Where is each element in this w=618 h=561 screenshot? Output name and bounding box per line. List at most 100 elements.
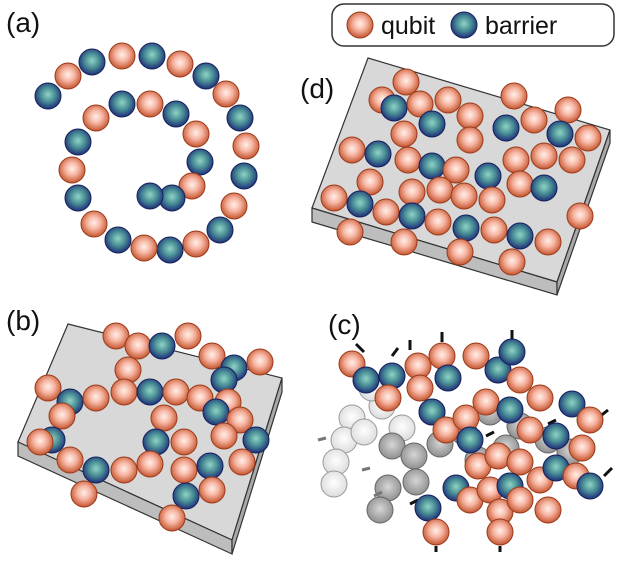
- qubit-bead-c-10: [506, 366, 534, 394]
- barrier-bead-d-32: [346, 190, 374, 218]
- barrier-bead-d-36: [452, 214, 480, 242]
- barrier-bead-a-22: [108, 90, 136, 118]
- qubit-bead-d-7: [554, 96, 582, 124]
- qubit-bead-d-44: [566, 202, 594, 230]
- barrier-bead-c-1: [352, 366, 380, 394]
- qubit-bead-c-16: [432, 416, 460, 444]
- barrier-bead-c-6: [434, 364, 462, 392]
- qubit-bead-d-15: [338, 136, 366, 164]
- qubit-bead-d-6: [500, 82, 528, 110]
- qubit-bead-d-23: [558, 146, 586, 174]
- qubit-bead-a-15: [130, 234, 158, 262]
- qubit-bead-c-18: [472, 388, 500, 416]
- bead-layer: [26, 42, 604, 546]
- qubit-bead-d-0: [392, 68, 420, 96]
- barrier-bead-a-4: [138, 42, 166, 70]
- barrier-bead-d-30: [530, 174, 558, 202]
- barrier-bead-d-2: [380, 94, 408, 122]
- qubit-bead-a-17: [80, 210, 108, 238]
- qubit-bead-d-12: [520, 106, 548, 134]
- qubit-bead-d-8: [390, 120, 418, 148]
- panel-label-c: (c): [328, 309, 361, 340]
- barrier-bead-c-2: [378, 362, 406, 390]
- barrier-bead-d-34: [398, 202, 426, 230]
- qubit-bead-d-3: [406, 90, 434, 118]
- barrier-bead-a-0: [34, 82, 62, 110]
- qubit-bead-b-6: [246, 348, 274, 376]
- qubit-bead-c-39: [422, 518, 450, 546]
- orientation-tick-c-13: [317, 436, 327, 442]
- qubit-bead-d-21: [502, 146, 530, 174]
- qubit-bead-d-33: [372, 198, 400, 226]
- qubit-bead-d-35: [424, 208, 452, 236]
- orientation-tick-c-6: [602, 466, 614, 478]
- qubit-bead-d-14: [574, 124, 602, 152]
- qubit-bead-d-40: [336, 218, 364, 246]
- qubit-bead-a-21: [82, 104, 110, 132]
- legend-qubit-label: qubit: [381, 12, 435, 40]
- legend-barrier-label: barrier: [485, 12, 557, 40]
- qubit-bead-b-9: [34, 374, 62, 402]
- panel-label-d: (d): [300, 73, 334, 104]
- barrier-bead-b-28: [82, 456, 110, 484]
- qubit-bead-b-26: [26, 428, 54, 456]
- qubit-bead-d-37: [480, 216, 508, 244]
- qubit-bead-a-7: [212, 80, 240, 108]
- qubit-bead-a-3: [108, 42, 136, 70]
- qubit-bead-b-17: [150, 404, 178, 432]
- panel-label-a: (a): [6, 7, 40, 38]
- ghost-bead-c-9: [400, 442, 428, 470]
- qubit-bead-c-3: [374, 384, 402, 412]
- qubit-bead-d-27: [450, 182, 478, 210]
- panel-label-b: (b): [6, 305, 40, 336]
- barrier-bead-b-35: [172, 482, 200, 510]
- barrier-bead-b-8: [210, 366, 238, 394]
- qubit-bead-a-13: [182, 230, 210, 258]
- barrier-bead-c-19: [496, 396, 524, 424]
- legend-qubit-swatch: [346, 11, 374, 39]
- barrier-bead-c-21: [542, 422, 570, 450]
- barrier-bead-c-23: [456, 426, 484, 454]
- barrier-bead-d-9: [418, 110, 446, 138]
- qubit-bead-c-13: [576, 406, 604, 434]
- barrier-bead-a-20: [64, 128, 92, 156]
- barrier-bead-b-2: [148, 332, 176, 360]
- ghost-bead-c-4: [350, 418, 378, 446]
- legend-barrier-swatch: [450, 11, 478, 39]
- qubit-bead-d-39: [534, 228, 562, 256]
- qubit-bead-d-19: [442, 156, 470, 184]
- qubit-bead-d-26: [426, 176, 454, 204]
- qubit-bead-b-31: [170, 456, 198, 484]
- qubit-bead-b-12: [110, 378, 138, 406]
- qubit-bead-b-7: [114, 356, 142, 384]
- qubit-bead-d-28: [478, 186, 506, 214]
- barrier-bead-d-16: [364, 140, 392, 168]
- barrier-bead-d-18: [418, 152, 446, 180]
- barrier-bead-a-24: [162, 100, 190, 128]
- qubit-bead-d-17: [394, 146, 422, 174]
- qubit-bead-b-3: [174, 322, 202, 350]
- qubit-bead-b-33: [228, 448, 256, 476]
- qubit-bead-b-29: [110, 456, 138, 484]
- qubit-bead-d-41: [390, 228, 418, 256]
- qubit-bead-b-27: [56, 446, 84, 474]
- ghost-bead-c-12: [402, 468, 430, 496]
- qubit-bead-b-14: [162, 378, 190, 406]
- qubit-bead-b-30: [136, 450, 164, 478]
- orientation-tick-c-15: [373, 490, 383, 498]
- qubit-bead-a-19: [58, 156, 86, 184]
- qubit-bead-d-31: [320, 184, 348, 212]
- qubit-bead-b-4: [198, 342, 226, 370]
- qubit-bead-a-27: [178, 172, 206, 200]
- barrier-bead-a-12: [206, 216, 234, 244]
- qubit-bead-b-24: [210, 422, 238, 450]
- qubit-bead-b-20: [48, 402, 76, 430]
- qubit-bead-b-36: [198, 476, 226, 504]
- legend: qubit barrier: [331, 3, 615, 47]
- qubit-bead-a-11: [220, 192, 248, 220]
- qubit-bead-d-42: [446, 238, 474, 266]
- qubit-bead-b-37: [158, 504, 186, 532]
- barrier-bead-a-6: [192, 62, 220, 90]
- qubit-bead-b-1: [124, 332, 152, 360]
